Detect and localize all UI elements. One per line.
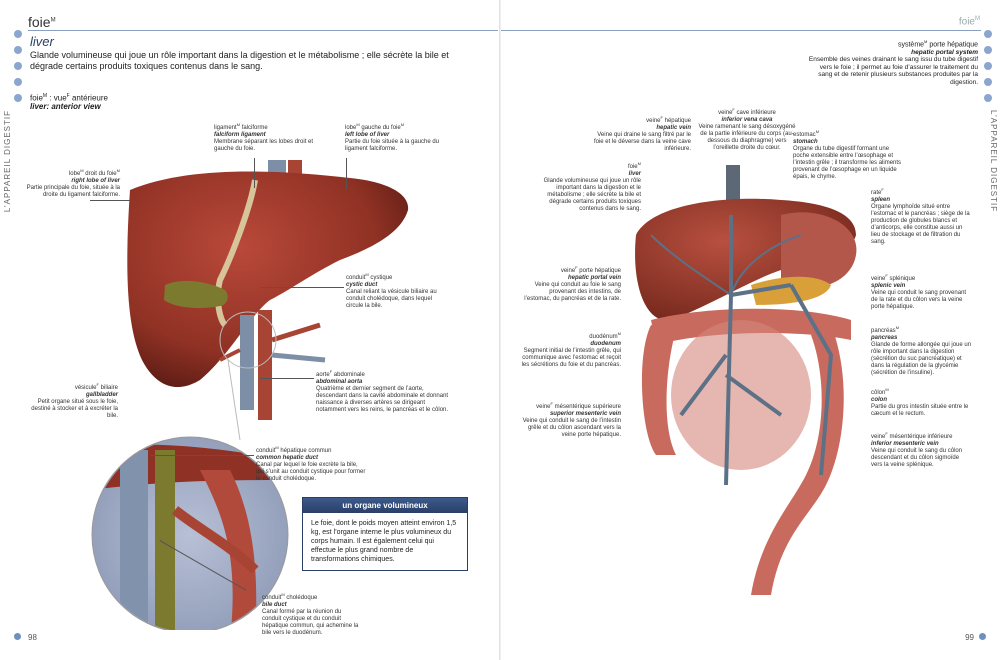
view-title-en: liver: anterior view xyxy=(30,102,101,111)
label-duodenum: duodénumM duodenum Segment initial de l’… xyxy=(521,331,621,368)
leader-line xyxy=(346,158,347,190)
gallbladder-shape xyxy=(164,280,228,308)
label-common-hepatic-duct: conduitM hépatique commun common hepatic… xyxy=(256,445,366,482)
system-description: systèmeM porte hépatique hepatic portal … xyxy=(808,39,978,86)
label-colon: côlonM colon Partie du gros intestin sit… xyxy=(871,387,969,417)
page-title: liver xyxy=(30,34,54,49)
liver-illustration xyxy=(91,160,409,630)
leader-line xyxy=(254,158,255,188)
gutter xyxy=(499,0,501,660)
liver-shape xyxy=(127,171,409,388)
left-page: foieM L’APPAREIL DIGESTIF liver Glande v… xyxy=(0,0,499,660)
info-box-heading: un organe volumineux xyxy=(303,498,467,513)
leader-line xyxy=(90,200,130,201)
label-falciform: ligamentM falciforme falciform ligament … xyxy=(214,122,314,152)
leader-line xyxy=(260,287,344,288)
label-superior-mesenteric-vein: veineF mésentérique supérieure superior … xyxy=(522,401,621,438)
pancreas-shape xyxy=(751,276,831,305)
section-vertical-label: L’APPAREIL DIGESTIF xyxy=(989,110,998,213)
page-dot xyxy=(979,633,986,640)
label-left-lobe: lobeM gauche du foieM left lobe of liver… xyxy=(345,122,440,152)
label-splenic-vein: veineF splénique splenic vein Veine qui … xyxy=(871,273,967,310)
page-dot xyxy=(14,633,21,640)
leader-line xyxy=(260,378,314,379)
label-spleen: rateF spleen Organe lymphoïde situé entr… xyxy=(871,187,970,245)
page-number: 99 xyxy=(965,633,974,642)
section-dots xyxy=(984,30,994,110)
label-inferior-mesenteric-vein: veineF mésentérique inférieure inferior … xyxy=(871,431,963,468)
label-pancreas: pancréasM pancreas Glande de forme allon… xyxy=(871,325,972,376)
label-abdominal-aorta: aorteF abdominale abdominal aorta Quatri… xyxy=(316,369,449,413)
falciform-ligament-shape xyxy=(214,179,258,328)
portal-veins xyxy=(679,215,834,486)
info-box: un organe volumineux Le foie, dont le po… xyxy=(302,497,468,571)
lead-text: Glande volumineuse qui joue un rôle impo… xyxy=(30,50,449,71)
label-hepatic-vein: veineF hépatique hepatic vein Veine qui … xyxy=(593,115,691,152)
header-rule xyxy=(501,30,981,31)
header-right: foieM xyxy=(958,16,980,28)
info-box-body: Le foie, dont le poids moyen atteint env… xyxy=(311,520,457,563)
header-left: foieM xyxy=(28,14,56,30)
label-cystic-duct: conduitM cystique cystic duct Canal reli… xyxy=(346,272,437,309)
header-rule xyxy=(28,30,498,31)
label-stomach: estomacM stomach Organe du tube digestif… xyxy=(793,129,902,180)
label-bile-duct: conduitM cholédoque bile duct Canal form… xyxy=(262,592,359,636)
right-page: foieM L’APPAREIL DIGESTIF systèmeM porte… xyxy=(501,0,1000,660)
section-vertical-label: L’APPAREIL DIGESTIF xyxy=(3,110,12,213)
label-hepatic-portal-vein: veineF porte hépatique hepatic portal ve… xyxy=(524,265,621,302)
label-gallbladder: vésiculeF biliaire gallbladder Petit org… xyxy=(31,382,118,419)
label-right-lobe: lobeM droit du foieM right lobe of liver… xyxy=(26,168,120,198)
leader-line xyxy=(150,455,254,456)
view-title-fr: foieM : vueF antérieure xyxy=(30,93,108,103)
portal-system-illustration xyxy=(635,165,857,595)
label-liver: foieM liver Glande volumineuse qui joue … xyxy=(543,161,641,212)
page-number: 98 xyxy=(28,633,37,642)
section-dots xyxy=(14,30,24,110)
label-inferior-vena-cava: veineF cave inférieure inferior vena cav… xyxy=(698,107,796,151)
